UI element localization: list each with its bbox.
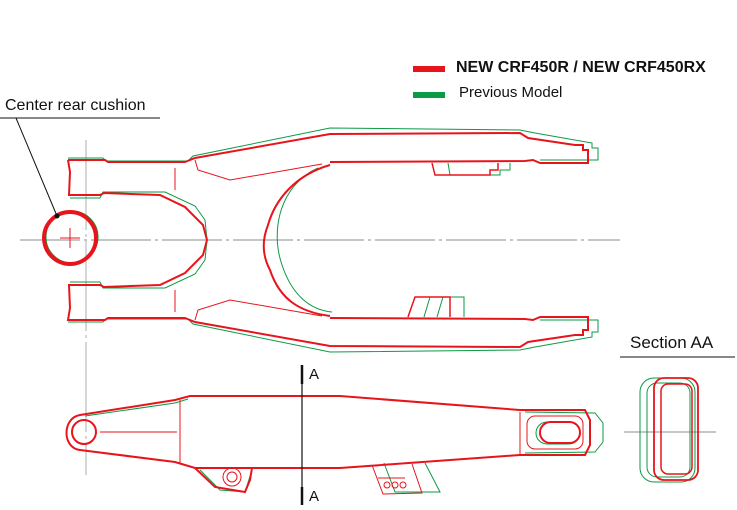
new-model-side-view (65, 395, 591, 494)
legend-label-new: NEW CRF450R / NEW CRF450RX (456, 59, 706, 76)
legend-swatch-previous (413, 92, 445, 98)
legend-swatch-new (413, 66, 445, 72)
new-model-top-view (42, 131, 589, 349)
previous-model-side-view (84, 398, 604, 493)
section-aa-drawing (620, 356, 735, 483)
centerlines (20, 140, 716, 475)
cushion-callout-label: Center rear cushion (5, 97, 146, 114)
section-title: Section AA (630, 333, 714, 352)
section-mark-bottom: A (309, 488, 320, 505)
legend-label-previous: Previous Model (459, 84, 563, 101)
section-mark-top: A (309, 366, 320, 383)
new-model-inner-lines (60, 159, 323, 321)
cushion-leader (0, 117, 160, 219)
new-model-side-details (100, 400, 584, 495)
